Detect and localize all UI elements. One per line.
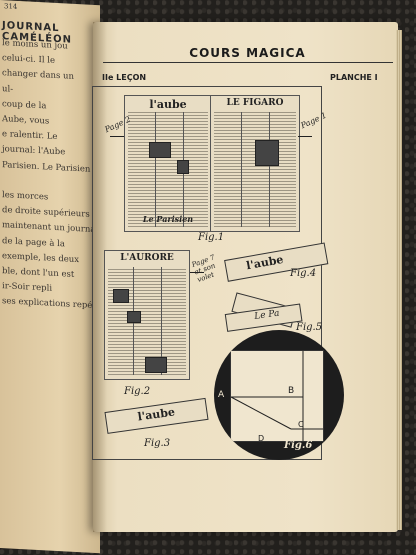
fig6-label: Fig.6 — [284, 440, 313, 451]
fig1-label: Fig.1 — [198, 232, 225, 243]
lesson-label: IIe LEÇON — [102, 73, 147, 82]
page-edges — [396, 30, 402, 530]
newspaper-figaro: LE FIGARO — [210, 95, 300, 232]
point-d-label: D — [258, 434, 265, 443]
fig5-label: Fig.5 — [296, 322, 323, 333]
newspaper-photo — [127, 311, 141, 323]
newspaper-masthead: l'aube — [149, 98, 187, 111]
column-divider — [241, 112, 242, 227]
newspaper-photo — [145, 357, 167, 373]
column-divider — [155, 112, 156, 227]
newspaper-columns — [128, 112, 208, 227]
illustration-frame — [92, 86, 322, 460]
point-b-label: B — [288, 386, 295, 396]
fig6-lines — [230, 351, 323, 441]
page-title: COURS MAGICA — [189, 46, 306, 60]
point-c-label: C — [298, 420, 304, 429]
left-page-text: le moins un jou celui-ci. Il le changer … — [2, 36, 100, 315]
newspaper-masthead: Le Pa — [253, 308, 281, 322]
arrow — [298, 136, 312, 137]
fig2-label: Fig.2 — [124, 386, 151, 397]
fig3-label: Fig.3 — [144, 438, 171, 449]
arrow — [190, 272, 204, 273]
fig4-label: Fig.4 — [290, 268, 317, 279]
column-divider — [269, 112, 270, 227]
fig6-panel — [230, 350, 324, 442]
fig6-diagram: A B C D Fig.6 — [214, 330, 344, 460]
newspaper-footer-masthead: Le Parisien — [142, 214, 194, 224]
newspaper-photo — [255, 140, 279, 166]
column-divider — [161, 267, 162, 375]
newspaper-photo — [149, 142, 171, 158]
title-divider — [103, 62, 393, 63]
left-page-number: 314 — [4, 2, 18, 11]
newspaper-masthead: l'aube — [245, 252, 285, 273]
newspaper-aube: l'aube Le Parisien — [124, 95, 212, 232]
book-gutter-shadow — [93, 22, 107, 532]
newspaper-columns — [214, 112, 296, 227]
left-page: 314 JOURNAL CAMÉLÉON le moins un jou cel… — [0, 0, 100, 554]
plate-label: PLANCHE I — [330, 73, 378, 82]
newspaper-masthead: L'AURORE — [120, 253, 174, 263]
newspaper-photo — [177, 160, 189, 174]
arrow — [110, 136, 124, 137]
point-a-label: A — [218, 390, 225, 400]
newspaper-masthead: LE FIGARO — [226, 98, 284, 108]
newspaper-photo — [113, 289, 129, 303]
newspaper-aurore: L'AURORE — [104, 250, 190, 380]
